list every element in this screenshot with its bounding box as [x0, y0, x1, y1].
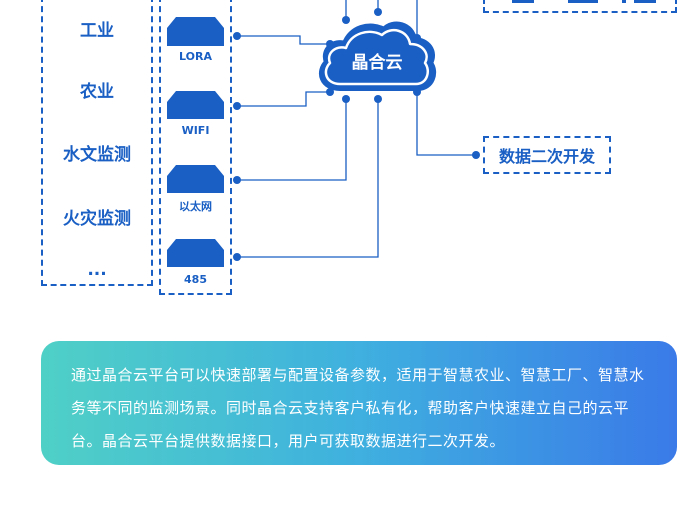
description-panel: 通过晶合云平台可以快速部署与配置设备参数，适用于智慧农业、智慧工厂、智慧水务等不… — [41, 341, 677, 465]
gateway-icon — [167, 165, 224, 193]
connector-wifi — [237, 91, 330, 107]
dot — [326, 88, 334, 96]
application-item: 火灾监测 — [63, 209, 131, 229]
application-item: ... — [87, 260, 107, 280]
gateway-icon — [167, 239, 224, 267]
sdk-box: 数据二次开发 — [483, 136, 611, 174]
application-item: 工业 — [80, 21, 114, 41]
device-label-ethernet: 以太网 — [179, 200, 212, 213]
dot — [472, 151, 480, 159]
connector-ethernet — [237, 99, 347, 181]
device-label-wifi: WIFI — [181, 124, 210, 137]
dot — [342, 95, 350, 103]
application-item: 水文监测 — [63, 145, 131, 165]
dot — [413, 34, 421, 42]
application-list: 工业 农业 水文监测 火灾监测 ... — [41, 0, 153, 286]
dot — [374, 8, 382, 16]
connector-lora — [237, 35, 330, 45]
description-text: 通过晶合云平台可以快速部署与配置设备参数，适用于智慧农业、智慧工厂、智慧水务等不… — [71, 366, 645, 450]
application-item: 农业 — [80, 82, 114, 102]
connector-485 — [237, 99, 379, 258]
dot — [233, 102, 241, 110]
top-right-partial-icons — [512, 0, 656, 3]
dot — [413, 88, 421, 96]
device-label-lora: LORA — [179, 50, 212, 63]
dot — [342, 16, 350, 24]
cloud-icon — [318, 21, 437, 91]
gateway-icon — [167, 17, 224, 46]
dot — [233, 32, 241, 40]
dot — [374, 95, 382, 103]
device-column — [159, 0, 232, 295]
connector-sdk — [416, 92, 476, 156]
gateway-icon — [167, 91, 224, 119]
cloud-label: 晶合云 — [351, 53, 403, 73]
dot — [233, 253, 241, 261]
dot — [326, 40, 334, 48]
device-label-485: 485 — [184, 273, 207, 286]
top-right-box — [483, 0, 677, 13]
sdk-label: 数据二次开发 — [498, 147, 595, 166]
dot — [233, 176, 241, 184]
